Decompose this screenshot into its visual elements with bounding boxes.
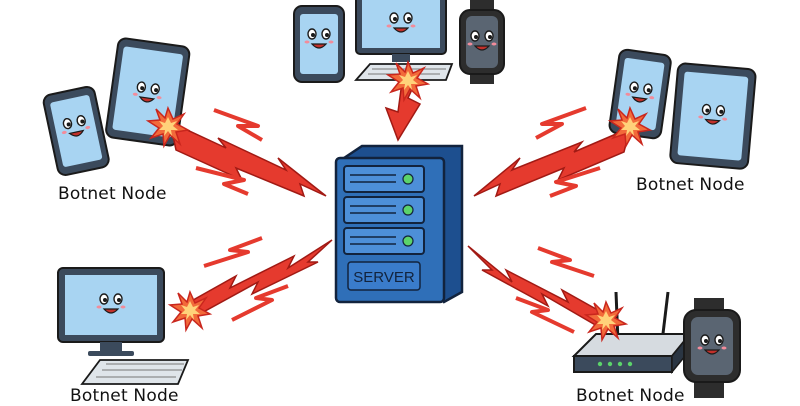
- status-led-icon: [402, 173, 414, 185]
- server-label: SERVER: [353, 269, 415, 286]
- server-drive-bay-2: [343, 196, 425, 224]
- monitor-icon: [57, 267, 165, 356]
- smartphone-icon: [293, 5, 345, 83]
- smartwatch-icon: [683, 298, 741, 398]
- lightning-arrow-icon: [169, 236, 333, 331]
- keyboard-icon: [80, 359, 190, 385]
- node-label-bottom-right: Botnet Node: [576, 386, 685, 406]
- smartwatch-icon: [459, 0, 505, 84]
- lightning-arrow-icon: [147, 107, 327, 198]
- lightning-arrow-icon: [473, 106, 651, 198]
- server-icon: SERVER: [334, 144, 464, 304]
- node-label-bottom-left: Botnet Node: [70, 386, 179, 406]
- monitor-icon: [355, 0, 447, 62]
- lightning-arrow-icon: [467, 245, 627, 341]
- router-icon: [571, 291, 693, 375]
- lightning-arrow-icon: [384, 61, 429, 142]
- node-label-top-left: Botnet Node: [58, 184, 167, 204]
- smartphone-icon: [42, 85, 110, 176]
- server-drive-bay-1: [343, 165, 425, 193]
- tablet-icon: [669, 62, 757, 170]
- server-drive-bay-3: [343, 227, 425, 255]
- status-led-icon: [402, 235, 414, 247]
- node-label-top-right: Botnet Node: [636, 175, 745, 195]
- status-led-icon: [402, 204, 414, 216]
